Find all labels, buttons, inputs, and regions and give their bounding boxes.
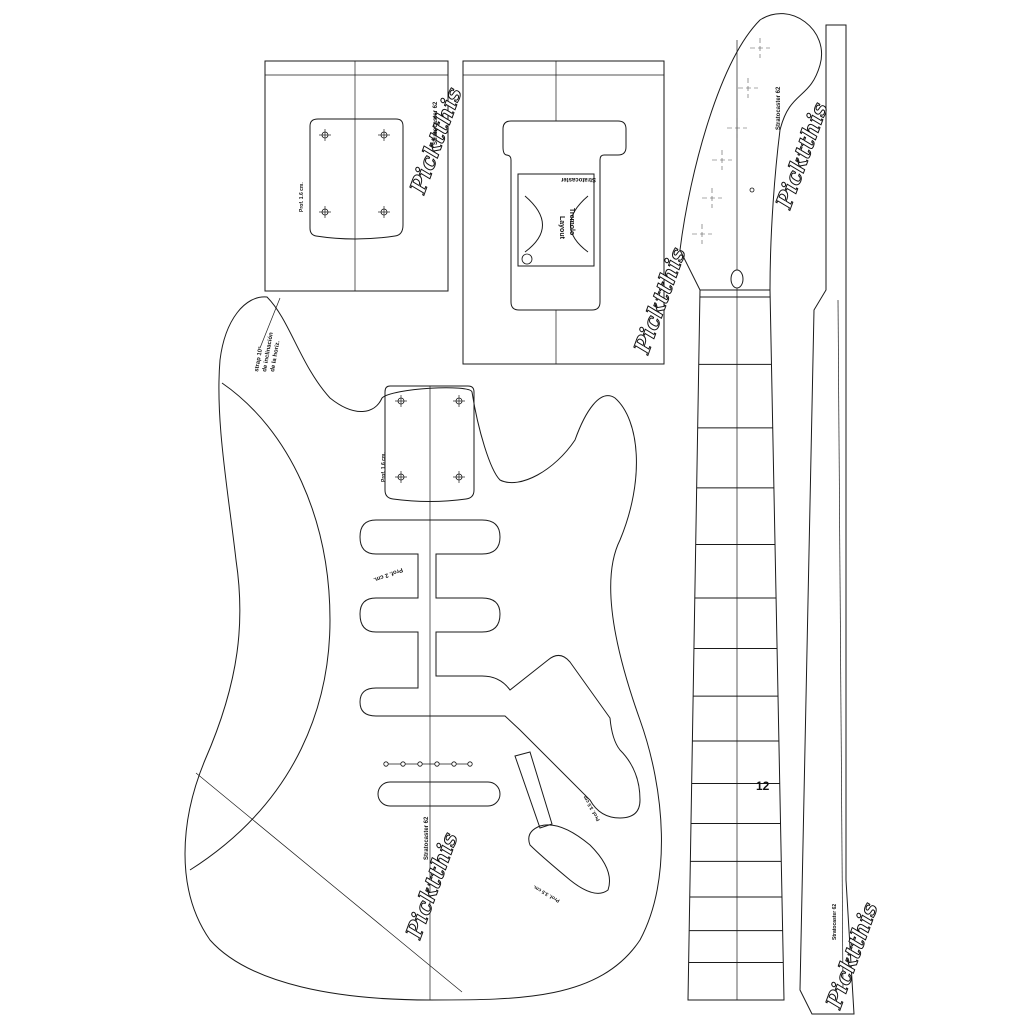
pickup-depth-label: Prof. 2 cm.	[372, 566, 403, 582]
jack-depth-label: Prof. 3.5 cm.	[532, 883, 561, 903]
body-template: Prof. 1.6 cm. Prof. 2 cm. Prof. 3.5 cm. …	[184, 296, 662, 1001]
control-depth-label: Prof. 3.5 cm.	[581, 793, 601, 822]
tremolo-label-2: Tremolo	[568, 208, 575, 235]
side-profile-outline	[799, 24, 855, 1015]
model-label: Stratocaster 62	[433, 101, 439, 145]
body-neck-pocket-depth: Prof. 1.6 cm.	[381, 452, 387, 482]
frets	[688, 363, 784, 963]
screw-holes	[319, 129, 390, 218]
model-label: Stratocaster 62	[776, 86, 782, 130]
tremolo-label-3: Layout	[558, 216, 565, 240]
neck-side-profile: Picktthis Stratocaster 62	[799, 24, 884, 1015]
strap-note-3: de la horiz.	[270, 340, 281, 372]
tremolo-template: Stratocaster Tremolo Layout Picktthis	[462, 60, 692, 365]
brand-logo: Picktthis	[821, 899, 884, 1013]
truss-rod-access	[730, 269, 744, 289]
tremolo-cavity-outline	[502, 120, 627, 311]
strap-note-1: strap 10°	[254, 346, 264, 373]
bridge-holes	[383, 761, 473, 767]
body-neck-pocket	[384, 385, 475, 502]
model-label: Stratocaster 62	[424, 816, 430, 860]
neck-pocket-outline	[309, 118, 404, 240]
tremolo-label-1: Stratocaster	[560, 176, 596, 182]
tremolo-plate	[517, 173, 595, 267]
jack-channel	[514, 751, 553, 829]
body-outline	[184, 296, 662, 1001]
tremolo-template-frame	[462, 60, 665, 365]
model-label: Stratocaster 62	[832, 904, 838, 940]
jack-route	[528, 824, 610, 894]
tremolo-arcs	[524, 195, 589, 253]
pickup-control-route	[359, 519, 641, 819]
strap-arc	[189, 382, 331, 871]
brand-logo: Picktthis	[629, 244, 692, 358]
brand-logo: Picktthis	[401, 829, 464, 943]
strap-angle-line	[195, 772, 463, 993]
tuner-holes	[692, 38, 770, 244]
neck-pocket-template-frame	[264, 60, 449, 292]
fret-12-marker: 12	[756, 779, 770, 793]
neck-outline	[679, 13, 822, 1001]
tremolo-spring-hole	[521, 253, 533, 265]
neck-pocket-template: Prof. 1.6 cm. Picktthis Stratocaster 62	[264, 60, 468, 292]
neck-pocket-depth-label: Prof. 1.6 cm.	[299, 182, 305, 212]
bridge-slot	[377, 781, 501, 807]
